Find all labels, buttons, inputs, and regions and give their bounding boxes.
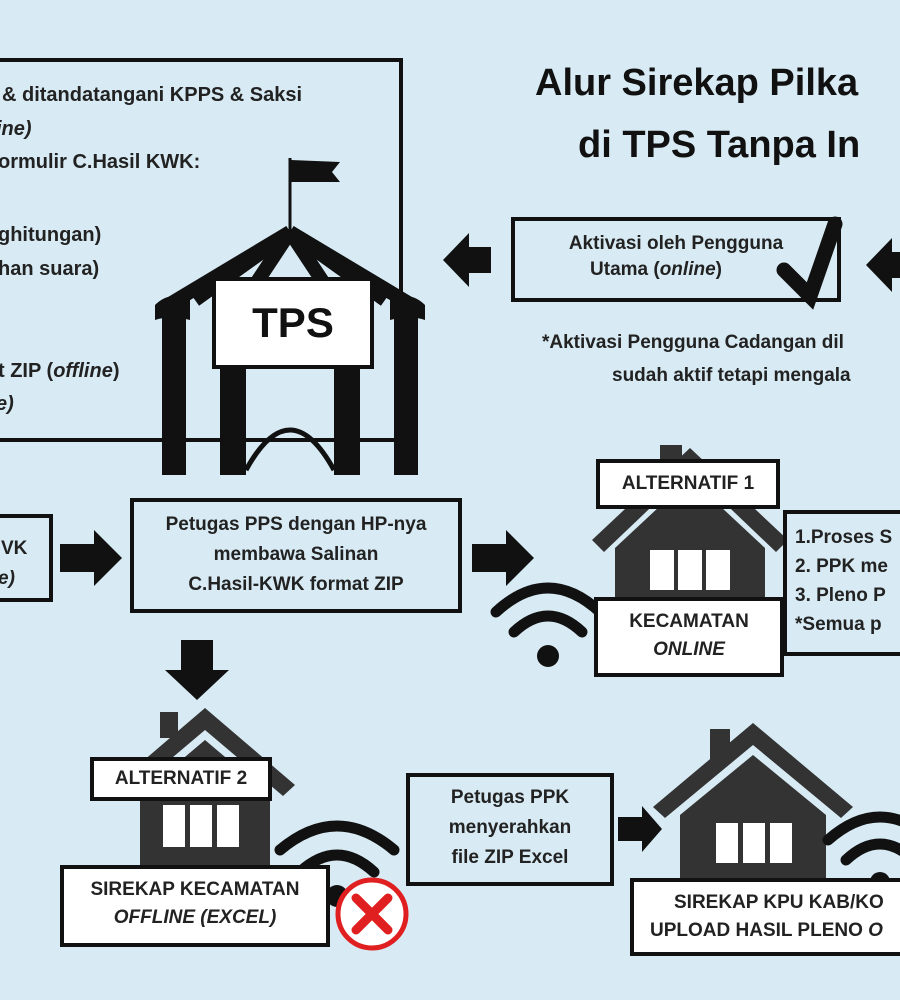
- pps-officer-box: Petugas PPS dengan HP-nya membawa Salina…: [130, 498, 462, 613]
- arrow-down-icon: [165, 640, 229, 700]
- tps-label-box: TPS: [212, 277, 374, 369]
- sirekap-kecamatan-offline-box: SIREKAP KECAMATAN OFFLINE (EXCEL): [60, 865, 330, 947]
- title-line-2: di TPS Tanpa In: [578, 124, 861, 166]
- kecamatan-online-box: KECAMATAN ONLINE: [594, 597, 784, 677]
- activation-note-line-1: *Aktivasi Pengguna Cadangan dil: [542, 332, 844, 353]
- ppk-line-3: file ZIP Excel: [451, 847, 569, 868]
- sirekap-kecamatan-text: SIREKAP KECAMATAN: [90, 879, 300, 900]
- tps-text: ): [112, 360, 120, 382]
- activation-text: Utama (: [590, 259, 660, 280]
- pps-line-3: C.Hasil-KWK format ZIP: [188, 574, 404, 595]
- tps-line: e): [0, 393, 14, 415]
- arrow-right-icon: [618, 806, 662, 852]
- tps-line: han suara): [0, 258, 100, 280]
- ppk-line-1: Petugas PPK: [450, 787, 570, 808]
- arrow-right-icon: [60, 530, 122, 586]
- left-box-line-1: VK: [1, 538, 28, 559]
- left-partial-box: [0, 514, 53, 602]
- arrow-right-icon: [472, 530, 534, 586]
- tps-offline-text: offline: [53, 360, 113, 382]
- wifi-icon: [822, 811, 900, 892]
- activation-line-2: Utama (online): [515, 259, 797, 281]
- tps-text: t ZIP (: [0, 360, 54, 382]
- kpu-online-text: O: [868, 920, 883, 941]
- tps-label: TPS: [252, 299, 334, 346]
- kecamatan-text: KECAMATAN: [629, 611, 749, 632]
- alt1-step: 3. Pleno P: [795, 585, 886, 606]
- pps-line-1: Petugas PPS dengan HP-nya: [165, 514, 427, 535]
- alt1-step: 2. PPK me: [795, 556, 888, 577]
- activation-text: ): [715, 259, 722, 280]
- alt1-steps-box: [783, 510, 900, 656]
- alternatif-1-text: ALTERNATIF 1: [621, 473, 755, 494]
- alt1-step: 1.Proses S: [795, 527, 893, 548]
- ppk-line-2: menyerahkan: [448, 817, 572, 838]
- tps-process-box: [0, 58, 403, 442]
- tps-line: & ditandatangani KPPS & Saksi: [2, 84, 303, 106]
- kpu-text: UPLOAD HASIL PLENO: [650, 920, 869, 941]
- pps-line-2: membawa Salinan: [213, 544, 379, 565]
- arrow-left-icon: [866, 238, 900, 292]
- activation-note-line-2: sudah aktif tetapi mengala: [612, 365, 851, 386]
- online-text: ONLINE: [653, 639, 725, 660]
- arrow-left-icon: [443, 233, 491, 287]
- sirekap-kpu-box: SIREKAP KPU KAB/KO UPLOAD HASIL PLENO O: [630, 878, 900, 956]
- alternatif-2-label: ALTERNATIF 2: [90, 757, 272, 801]
- alternatif-2-text: ALTERNATIF 2: [114, 768, 248, 789]
- tps-line: ine): [0, 118, 32, 140]
- offline-excel-text: OFFLINE (EXCEL): [113, 907, 277, 928]
- kpu-line-2: UPLOAD HASIL PLENO O: [650, 920, 900, 942]
- left-box-line-2: e): [0, 568, 15, 589]
- activation-line-1: Aktivasi oleh Pengguna: [568, 233, 784, 254]
- error-x-icon: [335, 877, 409, 951]
- checkmark-icon: [776, 216, 843, 310]
- wifi-icon: [490, 582, 606, 667]
- tps-line: ormulir C.Hasil KWK:: [0, 151, 201, 173]
- alternatif-1-label: ALTERNATIF 1: [596, 459, 780, 509]
- kpu-line-1: SIREKAP KPU KAB/KO: [674, 892, 884, 913]
- activation-online-text: online: [659, 259, 716, 280]
- tps-line: ghitungan): [0, 224, 102, 246]
- house-icon: [653, 723, 853, 890]
- ppk-officer-box: Petugas PPK menyerahkan file ZIP Excel: [406, 773, 614, 886]
- tps-line-zip: t ZIP (offline): [0, 360, 120, 383]
- title-line-1: Alur Sirekap Pilka: [535, 62, 859, 104]
- alt1-step: *Semua p: [795, 614, 882, 635]
- activation-box: Aktivasi oleh Pengguna Utama (online): [511, 217, 841, 302]
